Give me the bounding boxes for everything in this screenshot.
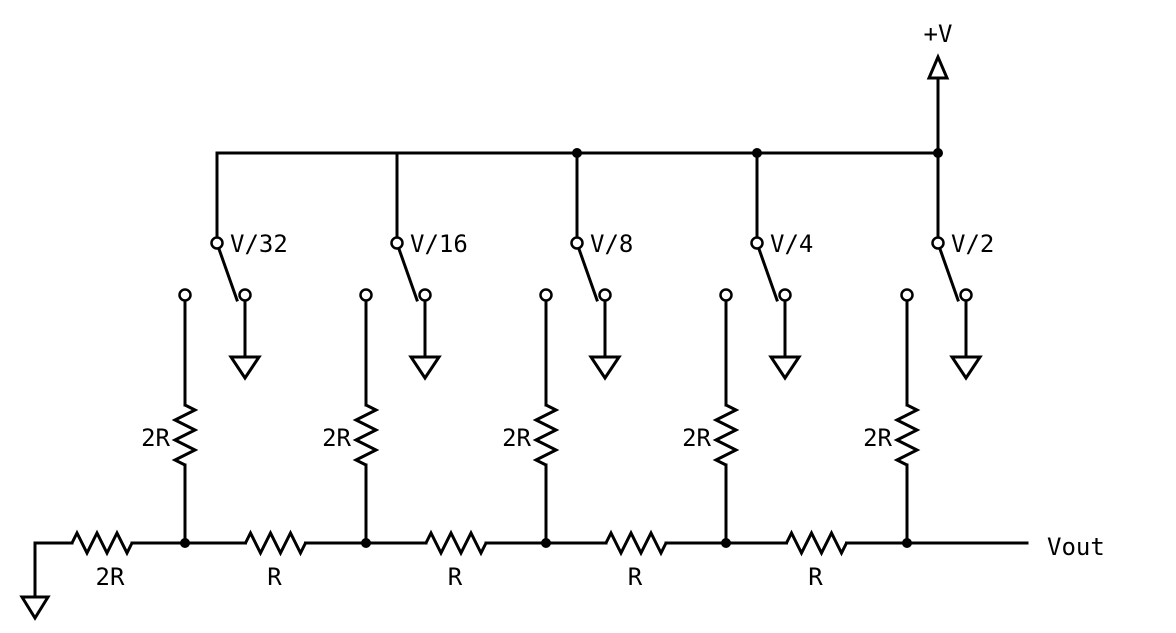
leg-resistor-label: 2R xyxy=(863,424,892,452)
switch-ladder-terminal xyxy=(719,288,733,302)
ground-icon xyxy=(228,355,262,381)
switch-ladder-terminal xyxy=(178,288,192,302)
ground-icon xyxy=(949,355,983,381)
switch-blade xyxy=(217,247,239,302)
switch-label: V/4 xyxy=(770,230,813,258)
series-resistor-r xyxy=(244,529,307,557)
switch-ground-terminal xyxy=(778,288,792,302)
ground-icon xyxy=(768,355,802,381)
leg-resistor-2r xyxy=(171,403,199,467)
switch-label: V/2 xyxy=(951,230,994,258)
output-label: Vout xyxy=(1047,533,1105,561)
switch-stages: V/32 2R V/16 2R V/8 2R V/4 2R V/2 2R xyxy=(141,151,994,548)
switch-common-terminal xyxy=(931,236,945,250)
switch-blade xyxy=(577,247,599,302)
switch-blade xyxy=(757,247,779,302)
terminating-resistor-label: 2R xyxy=(96,563,125,591)
ground-icon xyxy=(588,355,622,381)
switch-ladder-terminal xyxy=(359,288,373,302)
leg-resistor-2r xyxy=(712,403,740,467)
switch-common-terminal xyxy=(750,236,764,250)
stage-2: V/16 2R xyxy=(322,151,468,548)
series-resistor-label: R xyxy=(628,563,643,591)
series-resistor-r xyxy=(604,529,668,557)
switch-ladder-terminal xyxy=(900,288,914,302)
series-resistor-r xyxy=(785,529,848,557)
series-resistor-label: R xyxy=(808,563,823,591)
left-ground-wire xyxy=(33,541,74,599)
switch-common-terminal xyxy=(210,236,224,250)
left-ground-icon xyxy=(19,595,51,621)
leg-resistor-label: 2R xyxy=(502,424,531,452)
series-resistor-r xyxy=(424,529,488,557)
switch-ground-terminal xyxy=(959,288,973,302)
switch-ground-terminal xyxy=(598,288,612,302)
switch-ground-terminal xyxy=(418,288,432,302)
supply-arrow-icon xyxy=(926,53,950,80)
leg-resistor-label: 2R xyxy=(322,424,351,452)
switch-label: V/32 xyxy=(230,230,288,258)
supply-label: +V xyxy=(924,20,953,48)
switch-common-terminal xyxy=(390,236,404,250)
leg-resistor-label: 2R xyxy=(682,424,711,452)
stage-3: V/8 2R xyxy=(502,151,633,548)
switch-blade xyxy=(938,247,960,302)
series-resistor-label: R xyxy=(267,563,282,591)
switch-common-terminal xyxy=(570,236,584,250)
stage-5: V/2 2R xyxy=(863,151,994,548)
switch-label: V/8 xyxy=(590,230,633,258)
stage-1: V/32 2R xyxy=(141,151,288,548)
switch-ladder-terminal xyxy=(539,288,553,302)
leg-resistor-2r xyxy=(352,403,380,467)
leg-resistor-label: 2R xyxy=(141,424,170,452)
switch-ground-terminal xyxy=(238,288,252,302)
switch-blade xyxy=(397,247,419,302)
series-resistor-label: R xyxy=(448,563,463,591)
leg-resistor-2r xyxy=(893,403,921,467)
leg-resistor-2r xyxy=(532,403,560,467)
terminating-resistor xyxy=(70,529,134,557)
stage-4: V/4 2R xyxy=(682,151,813,548)
switch-label: V/16 xyxy=(410,230,468,258)
ground-icon xyxy=(408,355,442,381)
